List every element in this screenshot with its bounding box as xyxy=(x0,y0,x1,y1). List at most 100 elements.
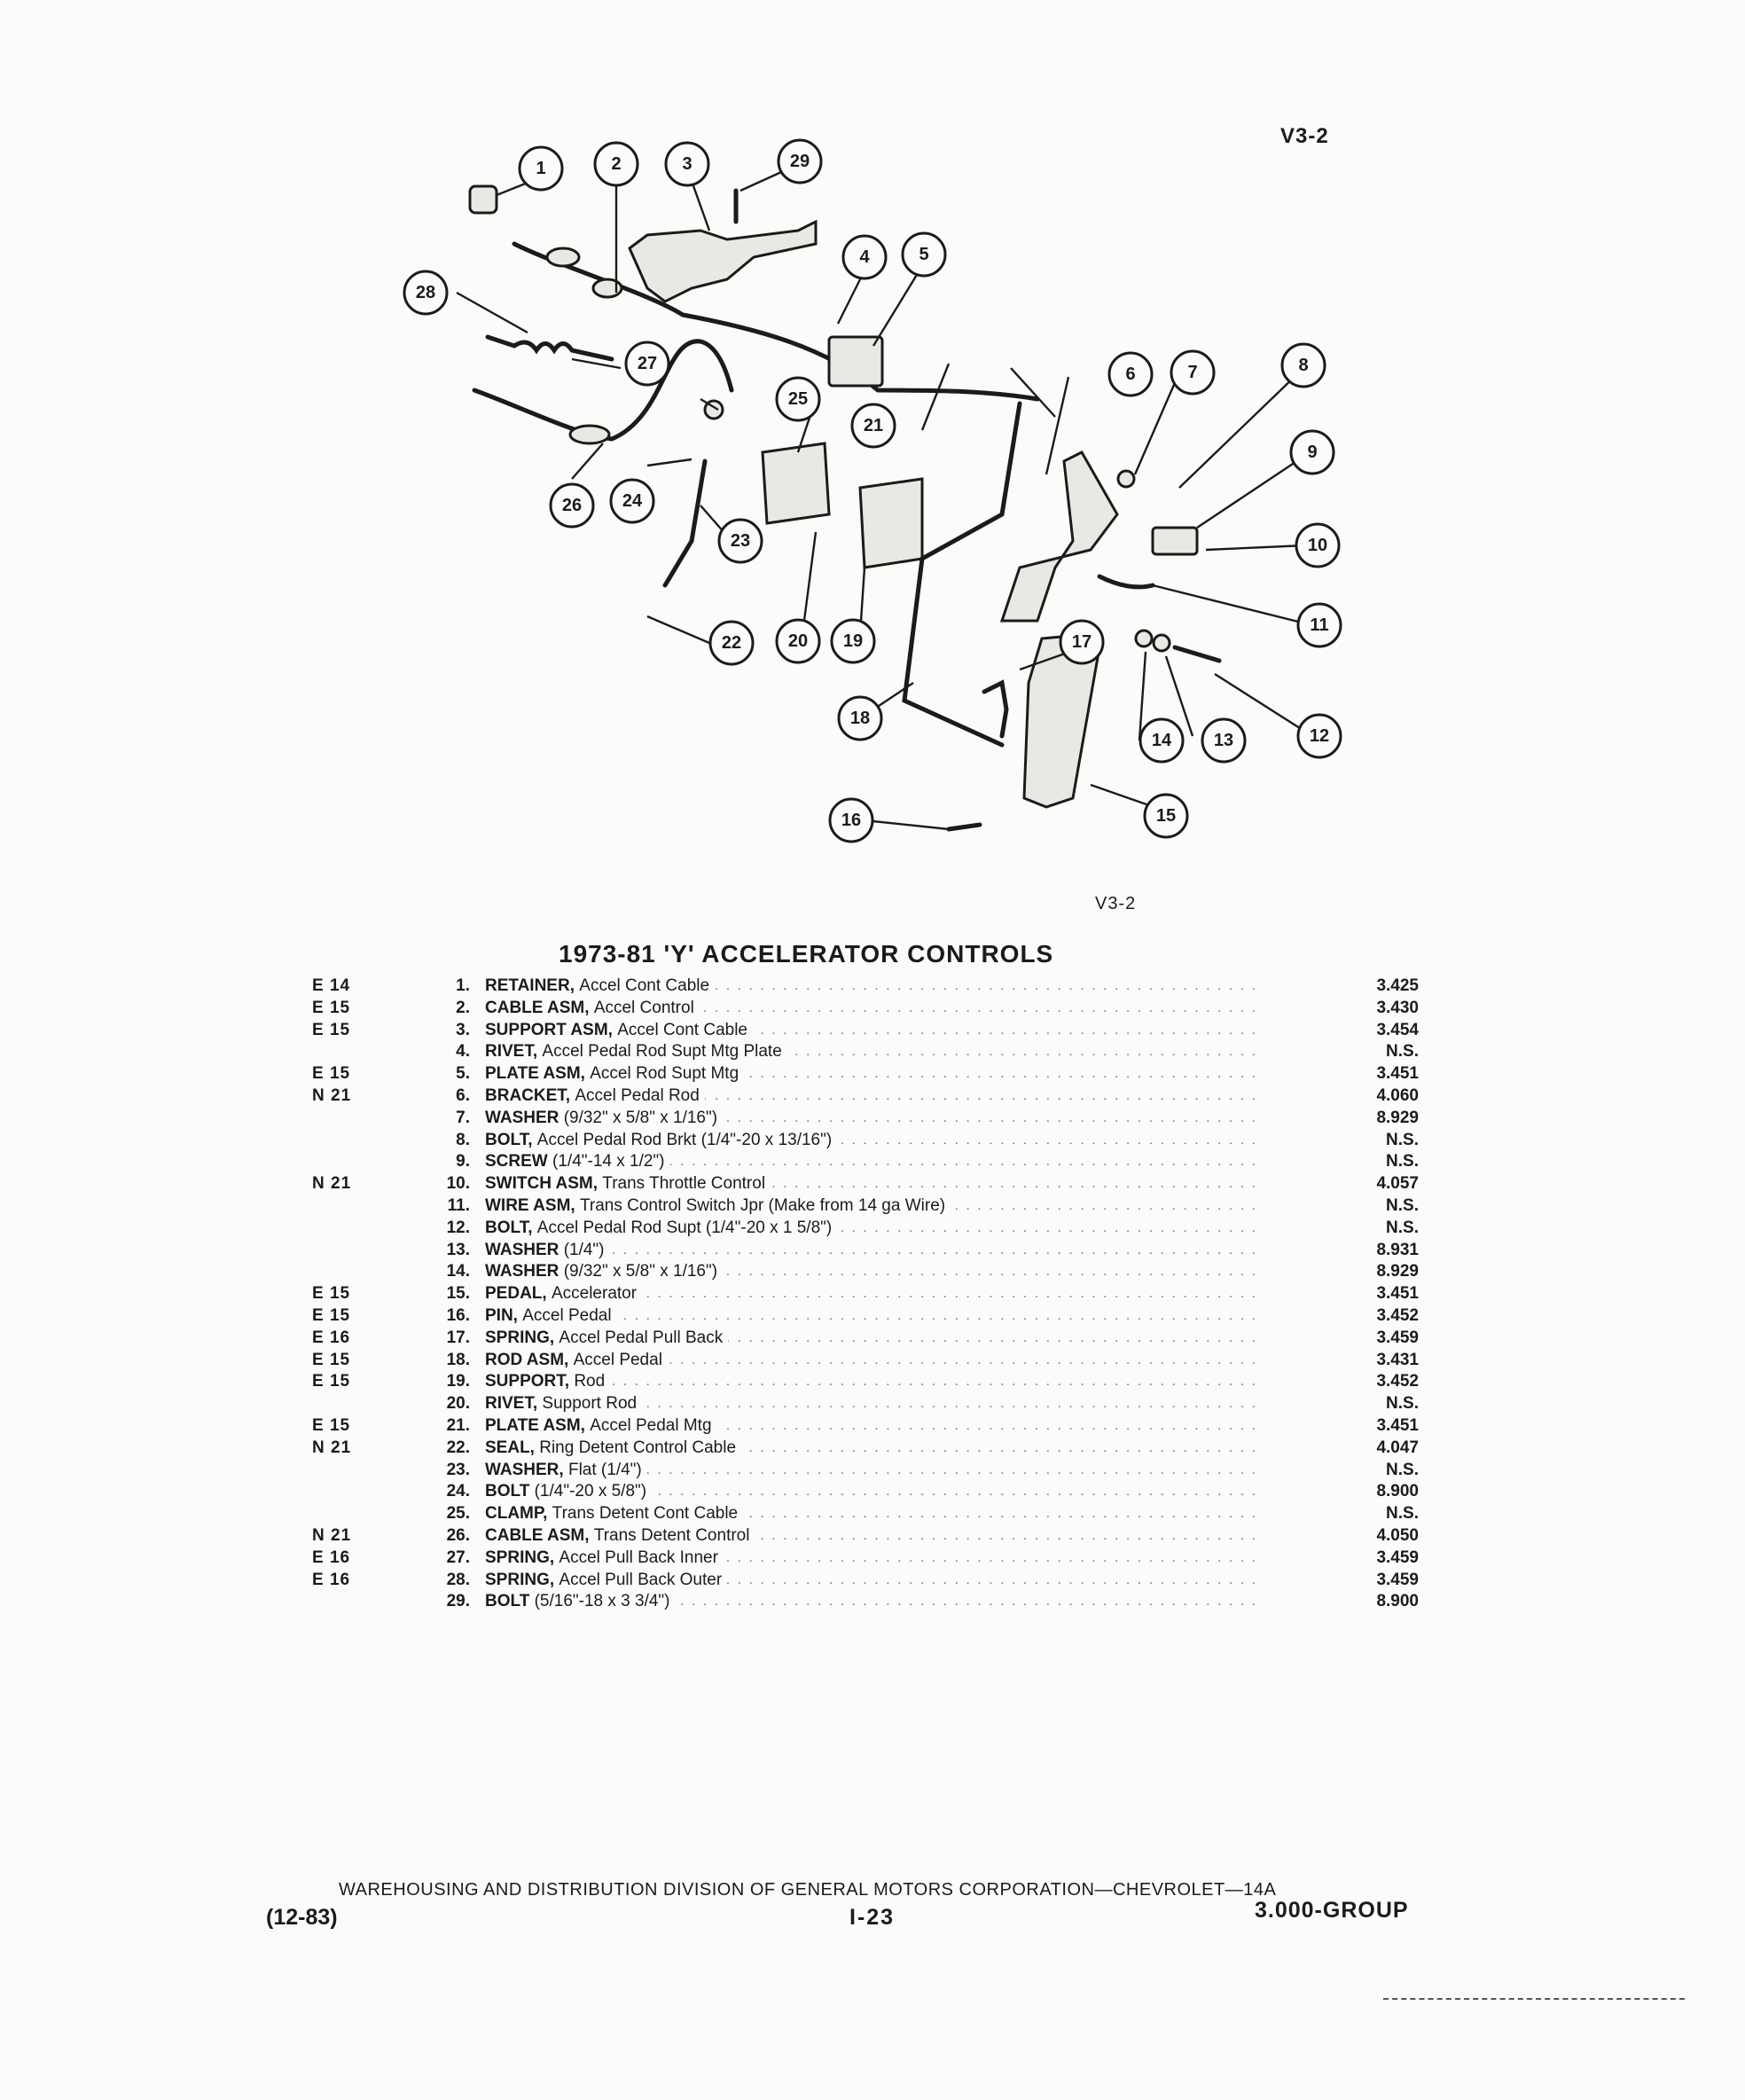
part-name: WASHER (9/32" x 5/8" x 1/16") xyxy=(485,1261,724,1284)
part-number: 10. xyxy=(446,1174,470,1194)
part-group-code: E 15 xyxy=(312,998,351,1017)
part-group-code: E 14 xyxy=(312,976,351,995)
callout-26-label: 26 xyxy=(562,496,582,515)
part-name-label: WASHER xyxy=(485,1262,559,1281)
callout-26: 26 xyxy=(549,482,595,529)
parts-list-row: 14.. . . . . . . . . . . . . . . . . . .… xyxy=(0,1261,1745,1284)
callout-7-label: 7 xyxy=(1187,363,1197,382)
callout-9: 9 xyxy=(1289,429,1335,475)
part-description: Accel Pedal Rod Brkt (1/4"-20 x 13/16") xyxy=(536,1130,833,1149)
callout-23: 23 xyxy=(717,518,763,564)
callout-6-label: 6 xyxy=(1125,364,1135,384)
part-group-value: 3.430 xyxy=(1376,998,1419,1017)
part-description: Accel Pedal Rod Supt (1/4"-20 x 1 5/8") xyxy=(536,1218,833,1237)
part-group-value: N.S. xyxy=(1386,1504,1419,1524)
detent-cable-end xyxy=(568,424,611,445)
callout-16-label: 16 xyxy=(841,811,861,830)
part-name: SCREW (1/4"-14 x 1/2") xyxy=(485,1151,670,1174)
part-description: Ring Detent Control Cable xyxy=(539,1438,737,1457)
part-group-value: N.S. xyxy=(1386,1152,1419,1171)
leader-dots: . . . . . . . . . . . . . . . . . . . . … xyxy=(486,1242,1257,1258)
callout-12-label: 12 xyxy=(1310,726,1329,746)
part-number: 15. xyxy=(446,1284,470,1304)
callout-15: 15 xyxy=(1143,793,1189,839)
callout-4-label: 4 xyxy=(859,247,870,267)
part-description: (1/4") xyxy=(563,1240,605,1259)
part-group-value: 3.451 xyxy=(1376,1064,1419,1084)
scan-artifact-rule xyxy=(1383,1998,1685,2000)
part-group-code: N 21 xyxy=(312,1174,352,1194)
part-name: ROD ASM, Accel Pedal xyxy=(485,1349,668,1372)
part-number: 12. xyxy=(446,1218,470,1237)
callout-6: 6 xyxy=(1107,351,1154,397)
callout-13: 13 xyxy=(1201,717,1247,764)
part-group-value: 4.050 xyxy=(1376,1525,1419,1545)
part-name: WIRE ASM, Trans Control Switch Jpr (Make… xyxy=(485,1195,951,1218)
callout-28-label: 28 xyxy=(416,283,435,302)
part-name: RIVET, Support Rod xyxy=(485,1393,643,1415)
part-name-label: SPRING, xyxy=(485,1328,555,1347)
part-name: WASHER, Flat (1/4") xyxy=(485,1459,647,1482)
part-group-value: 8.900 xyxy=(1376,1592,1419,1611)
part-group-code: E 16 xyxy=(312,1328,351,1347)
figure-tag-top: V3-2 xyxy=(1280,124,1329,148)
part-group-code: N 21 xyxy=(312,1525,352,1545)
callout-8-label: 8 xyxy=(1298,356,1308,375)
leader-dots: . . . . . . . . . . . . . . . . . . . . … xyxy=(486,1307,1257,1323)
leader-dots: . . . . . . . . . . . . . . . . . . . . … xyxy=(486,1154,1257,1170)
trans-throttle-switch xyxy=(1151,526,1199,556)
callout-14-label: 14 xyxy=(1152,731,1172,750)
parts-list-row: 9.. . . . . . . . . . . . . . . . . . . … xyxy=(0,1151,1745,1174)
part-description: Accel Pedal xyxy=(522,1305,612,1325)
part-name-label: RIVET, xyxy=(485,1394,538,1414)
parts-list-row: 7.. . . . . . . . . . . . . . . . . . . … xyxy=(0,1107,1745,1130)
part-group-code: E 15 xyxy=(312,1372,351,1391)
callout-27: 27 xyxy=(624,341,670,387)
cable-retainer xyxy=(468,184,498,215)
callout-24-label: 24 xyxy=(622,491,643,511)
part-name-label: BOLT, xyxy=(485,1218,533,1237)
parts-list-row: 11.. . . . . . . . . . . . . . . . . . .… xyxy=(0,1195,1745,1218)
leader-dots: . . . . . . . . . . . . . . . . . . . . … xyxy=(486,1484,1257,1500)
part-name: WASHER (1/4") xyxy=(485,1239,610,1262)
accel-control-cable xyxy=(512,241,1040,402)
callout-21-label: 21 xyxy=(864,416,883,435)
part-name-label: RETAINER, xyxy=(485,976,575,995)
part-group-code: E 15 xyxy=(312,1284,351,1304)
part-group-code: N 21 xyxy=(312,1438,352,1457)
part-group-code: E 15 xyxy=(312,1020,351,1039)
part-description: Trans Throttle Control xyxy=(602,1174,766,1194)
callout-11-label: 11 xyxy=(1310,615,1328,635)
callout-2-label: 2 xyxy=(611,154,621,174)
callout-23-label: 23 xyxy=(731,531,750,551)
part-number: 29. xyxy=(446,1592,470,1611)
part-description: Accel Cont Cable xyxy=(579,976,710,995)
section-title: 1973-81 'Y' ACCELERATOR CONTROLS xyxy=(559,940,1054,968)
part-name: SEAL, Ring Detent Control Cable xyxy=(485,1437,742,1460)
part-number: 20. xyxy=(446,1394,470,1414)
parts-list-row: 20.. . . . . . . . . . . . . . . . . . .… xyxy=(0,1393,1745,1415)
callout-14: 14 xyxy=(1139,717,1185,764)
part-name-label: WASHER xyxy=(485,1108,559,1127)
leader-lines xyxy=(456,167,1313,831)
parts-list-row: 4.. . . . . . . . . . . . . . . . . . . … xyxy=(0,1041,1745,1064)
part-name-label: CABLE ASM, xyxy=(485,998,590,1017)
part-number: 3. xyxy=(456,1020,470,1039)
part-group-value: 3.459 xyxy=(1376,1328,1419,1347)
part-number: 1. xyxy=(456,976,470,995)
leader-dots: . . . . . . . . . . . . . . . . . . . . … xyxy=(486,1352,1257,1367)
callout-7: 7 xyxy=(1170,349,1216,396)
part-number: 18. xyxy=(446,1350,470,1369)
part-name: PIN, Accel Pedal xyxy=(485,1305,617,1328)
part-name-label: SEAL, xyxy=(485,1438,535,1457)
pull-back-spring xyxy=(485,334,614,362)
part-description: Accel Pedal xyxy=(573,1350,662,1369)
part-description: Accel Rod Supt Mtg xyxy=(590,1064,739,1084)
part-description: Flat (1/4") xyxy=(567,1460,642,1479)
part-name: SUPPORT ASM, Accel Cont Cable xyxy=(485,1019,753,1042)
cable-fitting xyxy=(545,247,581,268)
